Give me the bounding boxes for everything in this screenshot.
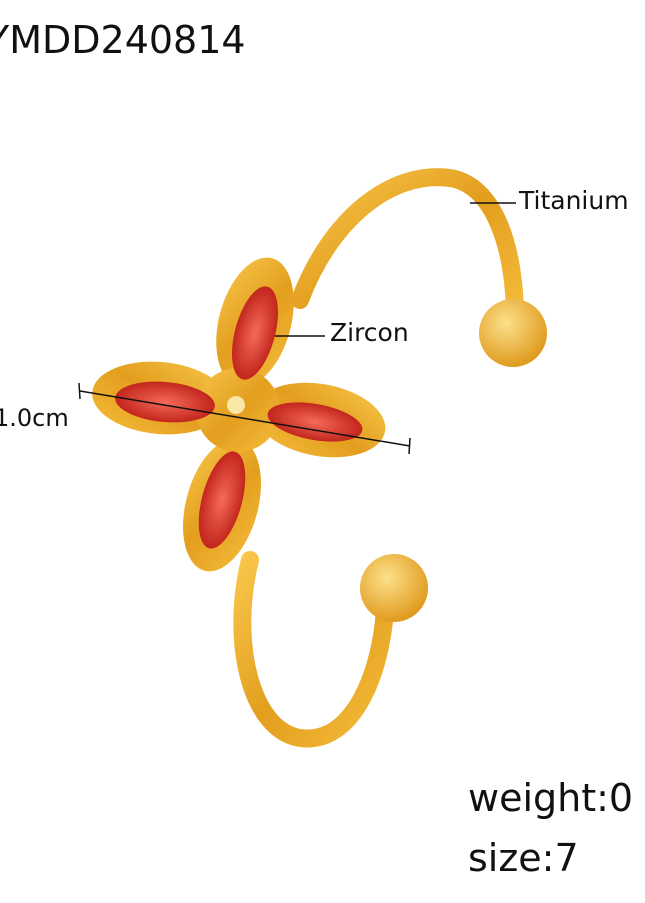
size-spec: size:7 [468,836,579,880]
zircon-stone [267,402,363,442]
ring-band-lower [233,551,394,748]
dimension-label: 1.0cm [0,404,69,432]
ring-end-ball-top [479,299,547,367]
zircon-stone [232,286,278,380]
product-code: YMDD240814 [0,18,246,62]
stone-label: Zircon [330,318,409,347]
flower-setting [92,257,386,572]
zircon-stone [115,381,215,423]
zircon-stone [198,451,246,549]
weight-spec: weight:0 [468,776,634,820]
material-label: Titanium [519,186,629,215]
ring-end-ball-bottom [360,554,428,622]
dimension-line [79,390,411,447]
ring-band [291,168,524,327]
